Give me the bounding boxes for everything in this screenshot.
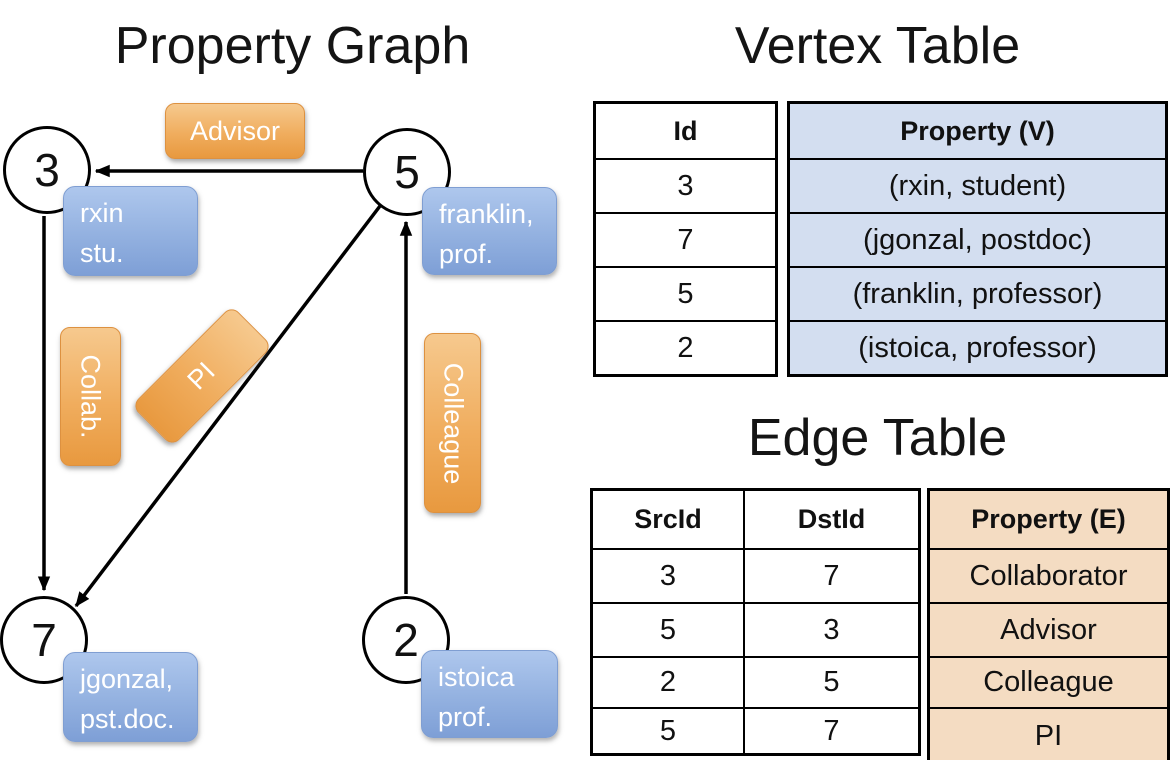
vertex-table-property-header: Property (V) <box>790 104 1165 158</box>
table-cell: 2 <box>596 320 775 374</box>
table-row: 5 3 <box>593 602 918 656</box>
cell-text: Collaborator <box>969 559 1128 592</box>
table-cell: 3 <box>593 550 745 602</box>
edge-table-dstid-header: DstId <box>745 491 918 548</box>
property-graph-title: Property Graph <box>114 17 471 75</box>
table-cell: 7 <box>745 709 918 753</box>
vertex-property-line: jgonzal, <box>80 664 174 694</box>
cell-text: Advisor <box>1000 613 1097 646</box>
header-text: DstId <box>797 504 866 534</box>
vertex-property-line: pst.doc. <box>80 703 175 734</box>
vertex-property-box-franklin: franklin, prof. <box>422 187 557 275</box>
vertex-table-property-header-text: Property (V) <box>900 115 1055 146</box>
edge-label-advisor-text: Advisor <box>189 115 281 146</box>
edge-label-collab: Collab. <box>60 327 121 466</box>
node-7-label: 7 <box>31 614 57 666</box>
vertex-table-id-column: Id 3 7 5 2 <box>593 101 778 377</box>
edge-table-id-columns: SrcId DstId 3 7 5 3 2 5 5 7 <box>590 488 921 756</box>
vertex-property-line: prof. <box>438 701 493 732</box>
vertex-property-line: istoica <box>438 662 515 692</box>
header-text: SrcId <box>634 504 702 534</box>
table-cell: Collaborator <box>930 548 1167 602</box>
cell-text: 5 <box>659 714 677 747</box>
table-cell: (franklin, professor) <box>790 266 1165 320</box>
cell-text: (jgonzal, postdoc) <box>863 223 1092 256</box>
cell-text: 3 <box>659 559 677 592</box>
table-cell: 3 <box>745 604 918 656</box>
table-cell: (istoica, professor) <box>790 320 1165 374</box>
table-cell: 5 <box>596 266 775 320</box>
cell-text: (franklin, professor) <box>852 277 1103 310</box>
cell-text: 2 <box>677 331 694 364</box>
table-row: 5 7 <box>593 707 918 753</box>
edge-label-advisor: Advisor <box>165 103 305 159</box>
node-2-label: 2 <box>393 614 419 666</box>
table-cell: Advisor <box>930 602 1167 656</box>
cell-text: 2 <box>659 666 677 698</box>
vertex-property-line: prof. <box>439 238 494 269</box>
vertex-property-line: rxin <box>80 198 124 228</box>
table-cell: 5 <box>745 658 918 707</box>
vertex-property-box-istoica: istoica prof. <box>421 650 558 738</box>
vertex-table-title: Vertex Table <box>734 17 1021 75</box>
edge-pi-arrow-5-to-7 <box>74 204 382 608</box>
cell-text: (istoica, professor) <box>858 331 1097 364</box>
edge-table-title: Edge Table <box>747 409 1008 467</box>
cell-text: 3 <box>823 613 840 646</box>
edge-label-colleague: Colleague <box>424 333 481 513</box>
table-row: 2 5 <box>593 656 918 707</box>
edge-label-pi-text: PI <box>182 356 222 396</box>
cell-text: (rxin, student) <box>888 169 1067 202</box>
table-cell: PI <box>930 707 1167 760</box>
cell-text: Colleague <box>983 666 1114 698</box>
edge-table-property-header-text: Property (E) <box>971 504 1126 534</box>
table-cell: 7 <box>596 212 775 266</box>
vertex-property-box-jgonzal: jgonzal, pst.doc. <box>63 652 198 742</box>
cell-text: 5 <box>677 277 694 310</box>
node-5-label: 5 <box>394 146 420 198</box>
node-3-label: 3 <box>34 144 60 196</box>
cell-text: 7 <box>677 223 694 256</box>
table-row: 3 7 <box>593 548 918 602</box>
table-cell: 3 <box>596 158 775 212</box>
vertex-table-id-header-text: Id <box>673 115 698 146</box>
cell-text: 7 <box>823 714 840 747</box>
edge-table-property-header: Property (E) <box>930 491 1167 548</box>
graph-node-3: 3 <box>3 126 91 214</box>
table-cell: (rxin, student) <box>790 158 1165 212</box>
table-cell: 5 <box>593 604 745 656</box>
edge-label-colleague-text: Colleague <box>438 362 468 484</box>
cell-text: PI <box>1034 720 1063 752</box>
vertex-property-line: stu. <box>80 237 124 268</box>
cell-text: 5 <box>659 613 677 646</box>
vertex-table-property-column: Property (V) (rxin, student) (jgonzal, p… <box>787 101 1168 377</box>
cell-text: 7 <box>823 559 840 592</box>
vertex-property-line: franklin, <box>439 199 534 229</box>
cell-text: 5 <box>823 666 840 698</box>
edge-table-id-header-row: SrcId DstId <box>593 491 918 548</box>
cell-text: 3 <box>677 169 694 202</box>
vertex-property-box-rxin: rxin stu. <box>63 186 198 276</box>
table-cell: 5 <box>593 709 745 753</box>
edge-table-property-column: Property (E) Collaborator Advisor Collea… <box>927 488 1170 760</box>
table-cell: 7 <box>745 550 918 602</box>
table-cell: (jgonzal, postdoc) <box>790 212 1165 266</box>
vertex-table-id-header: Id <box>596 104 775 158</box>
edge-table-srcid-header: SrcId <box>593 491 745 548</box>
table-cell: 2 <box>593 658 745 707</box>
table-cell: Colleague <box>930 656 1167 707</box>
edge-label-collab-text: Collab. <box>76 354 107 439</box>
